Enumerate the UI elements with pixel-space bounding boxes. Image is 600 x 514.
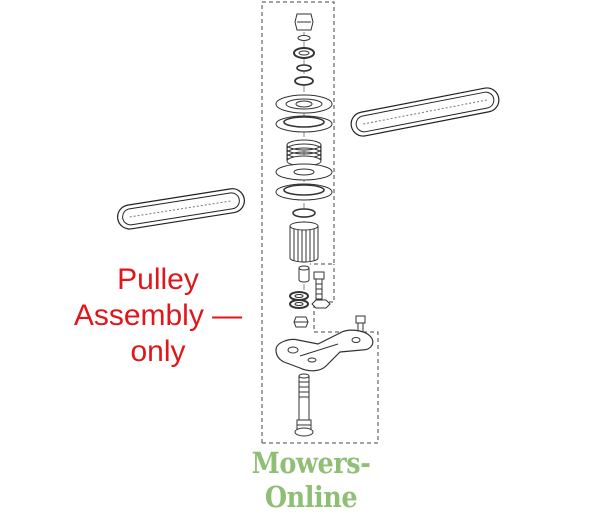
top-nut	[294, 13, 314, 31]
pivot-bolt	[294, 373, 314, 437]
upper-pulley-sheave	[275, 115, 333, 133]
lower-bearing-2	[289, 299, 309, 309]
bracket-nut	[293, 316, 309, 328]
lower-pulley-flange	[275, 163, 333, 181]
spacer	[296, 64, 312, 72]
spring-pack	[286, 139, 322, 167]
callout-line-1: Pulley	[117, 263, 199, 296]
pulley-assembly-callout: Pulley Assembly — only	[60, 262, 256, 370]
bushing	[298, 265, 310, 283]
lower-pulley-sheave	[275, 183, 333, 201]
callout-line-2: Assembly —	[73, 299, 243, 332]
left-drive-belt	[117, 188, 245, 230]
callout-line-3: only	[130, 335, 186, 368]
side-bolt	[313, 271, 325, 300]
washer	[297, 35, 311, 41]
lower-bearing-1	[289, 291, 309, 301]
roller-sleeve	[289, 221, 319, 263]
idler-bracket	[275, 329, 374, 372]
exploded-parts-diagram	[117, 1, 500, 444]
upper-pulley-flange	[275, 94, 333, 114]
mowers-online-watermark: Mowers-Online	[251, 446, 371, 514]
assembly-boundary-upper	[261, 1, 335, 443]
hex-nut	[311, 299, 331, 309]
right-drive-belt	[350, 87, 500, 137]
lower-spacer	[292, 208, 316, 218]
assembly-boundary-lower	[262, 264, 379, 444]
bearing-mid	[294, 76, 314, 86]
